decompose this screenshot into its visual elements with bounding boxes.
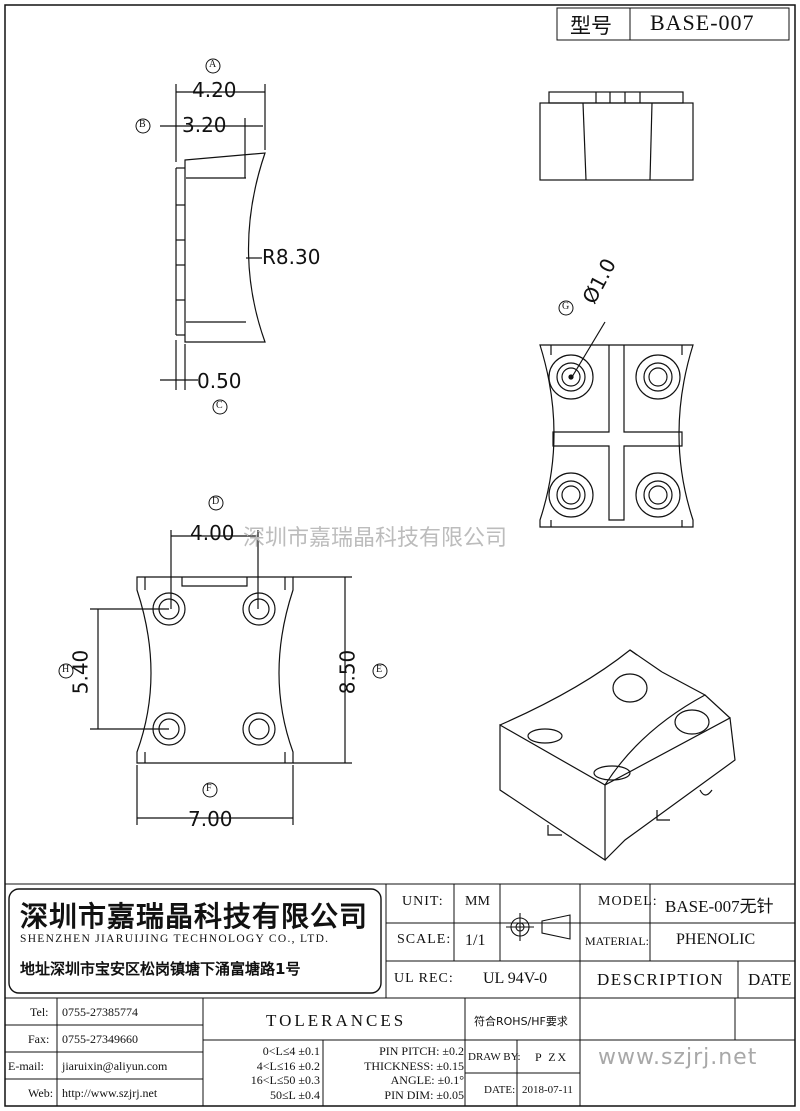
company-name-en: SHENZHEN JIARUIJING TECHNOLOGY CO., LTD. <box>20 933 330 945</box>
company-address: 地址深圳市宝安区松岗镇塘下涌富塘路1号 <box>20 960 301 978</box>
unit-value: MM <box>465 894 490 909</box>
label-circle-c <box>212 399 228 415</box>
dim-f-letter: F <box>206 783 212 794</box>
tel-value: 0755-27385774 <box>62 1005 138 1019</box>
isometric-view <box>499 649 736 862</box>
pin-tolerance-line: PIN DIM: ±0.05 <box>384 1087 464 1102</box>
front-view <box>539 91 694 181</box>
watermark: 深圳市嘉瑞晶科技有限公司 <box>243 526 508 551</box>
dim-r-value: R8.30 <box>262 245 321 269</box>
label-circle-d <box>208 495 224 511</box>
label-circle-a <box>205 58 221 74</box>
label-circle-b <box>135 118 151 134</box>
material-value: PHENOLIC <box>676 931 756 948</box>
scale-value: 1/1 <box>465 932 486 949</box>
email-value[interactable]: jiaruixin@aliyun.com <box>62 1059 168 1073</box>
dim-e-letter: E <box>376 664 383 675</box>
pin-tolerance-line: THICKNESS: ±0.15 <box>364 1058 464 1073</box>
description-header: DESCRIPTION <box>597 970 725 989</box>
fax-value: 0755-27349660 <box>62 1032 138 1046</box>
dim-g-letter: G <box>562 301 570 312</box>
dim-b-value: 3.20 <box>182 113 227 137</box>
tolerance-line: 16<L≤50 ±0.3 <box>250 1073 320 1087</box>
side-view <box>160 84 266 390</box>
fax-label: Fax: <box>28 1032 50 1046</box>
email-label: E-mail: <box>8 1059 44 1073</box>
scale-label: SCALE: <box>397 932 452 947</box>
tolerances-label: TOLERANCES <box>266 1011 407 1030</box>
dim-f-value: 7.00 <box>188 807 233 831</box>
model-value: BASE-007无针 <box>665 897 774 916</box>
dim-c-value: 0.50 <box>197 369 242 393</box>
dim-e-value: 8.50 <box>335 649 360 695</box>
dim-b-letter: B <box>139 119 146 130</box>
dim-d-letter: D <box>212 496 220 507</box>
bottom-view <box>539 321 694 528</box>
top-view <box>90 530 352 825</box>
tolerance-line: 4<L≤16 ±0.2 <box>256 1058 320 1073</box>
pin-tolerance-line: ANGLE: ±0.1° <box>390 1073 464 1087</box>
unit-label: UNIT: <box>402 894 444 909</box>
draw-by-label: DRAW BY: <box>468 1051 521 1063</box>
label-circle-e <box>372 663 388 679</box>
dim-c-letter: C <box>216 400 223 411</box>
dim-d-value: 4.00 <box>190 521 235 545</box>
model-label: MODEL: <box>598 894 658 909</box>
dim-a-value: 4.20 <box>192 78 237 102</box>
date-label: DATE: <box>484 1084 516 1096</box>
tel-label: Tel: <box>30 1005 49 1019</box>
dim-h-letter: H <box>62 664 70 675</box>
dim-h-value: 5.40 <box>68 649 93 695</box>
pin-tolerance-line: PIN PITCH: ±0.2 <box>379 1044 464 1058</box>
title-block-grid <box>5 7 795 1107</box>
company-name-cn: 深圳市嘉瑞晶科技有限公司 <box>20 900 369 933</box>
dim-a-letter: A <box>209 59 217 70</box>
label-circle-g <box>558 300 574 316</box>
projection-symbol-icon <box>506 913 571 941</box>
pin-tolerance-list: PIN PITCH: ±0.2 THICKNESS: ±0.15 ANGLE: … <box>326 1044 464 1102</box>
rohs-note: 符合ROHS/HF要求 <box>474 1015 568 1028</box>
tolerance-list: 0<L≤4 ±0.1 4<L≤16 ±0.2 16<L≤50 ±0.3 50≤L… <box>210 1044 320 1102</box>
ul-rec-label: UL REC: <box>394 971 454 986</box>
web-label: Web: <box>28 1086 54 1100</box>
model-box-label: 型号 <box>570 14 612 38</box>
model-box-value: BASE-007 <box>650 10 755 35</box>
date-value: 2018-07-11 <box>522 1084 573 1096</box>
tolerance-line: 0<L≤4 ±0.1 <box>262 1044 320 1058</box>
material-label: MATERIAL: <box>585 934 649 948</box>
website-watermark[interactable]: www.szjrj.net <box>598 1045 758 1070</box>
draw-by-value: P ZX <box>535 1050 569 1064</box>
web-value[interactable]: http://www.szjrj.net <box>62 1086 158 1100</box>
label-circle-f <box>202 782 218 798</box>
ul-rec-value: UL 94V-0 <box>483 970 548 987</box>
tolerance-line: 50≤L ±0.4 <box>269 1087 320 1102</box>
date-header: DATE <box>748 970 792 989</box>
label-circle-h <box>58 663 74 679</box>
